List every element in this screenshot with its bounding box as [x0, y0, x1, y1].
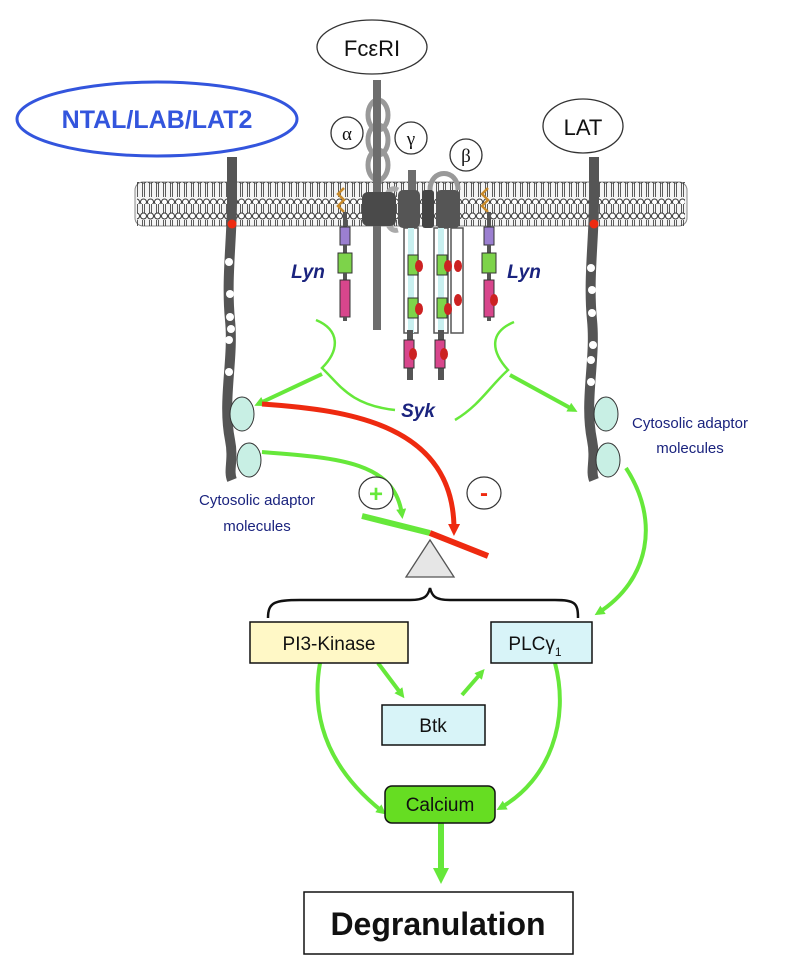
ntal-name: NTAL/LAB/LAT2 — [62, 106, 253, 134]
balance-scale — [361, 513, 490, 578]
subunit-beta: β — [449, 138, 483, 172]
braces — [315, 318, 515, 422]
subunit-alpha: α — [330, 116, 364, 150]
arrow-ntal-inhibition — [261, 401, 461, 536]
lyn-left-kinase — [336, 187, 353, 321]
adaptor-left-line1: Cytosolic adaptor — [199, 492, 315, 509]
minus-sign: - — [480, 480, 488, 507]
receptor-name: FcεRI — [344, 36, 400, 61]
calcium-node: Calcium — [384, 785, 496, 824]
degranulation-node: Degranulation — [303, 891, 574, 955]
beta-chain — [427, 171, 464, 334]
arrow-ntal-adaptor-to-plus — [261, 450, 407, 519]
transmembrane-segments — [362, 190, 460, 228]
downstream-brace — [266, 587, 580, 619]
arrow-plc-to-calcium — [496, 662, 562, 810]
plus-sign: + — [369, 481, 383, 508]
adaptor-label-right: Cytosolic adaptor molecules — [632, 415, 748, 457]
calcium-label: Calcium — [406, 795, 475, 816]
plc-main: PLCγ — [508, 634, 555, 655]
arrow-lat-adaptor-to-plc — [594, 466, 648, 616]
left-brace — [315, 318, 396, 412]
beta-label: β — [461, 146, 471, 167]
itam-motifs — [407, 254, 462, 319]
lyn-right-label: Lyn — [507, 262, 541, 283]
arrow-btk-to-plc — [460, 668, 485, 697]
btk-label: Btk — [419, 716, 447, 737]
plc-node: PLCγ1 — [490, 621, 593, 664]
arrow-brace-to-lat-adaptor — [509, 373, 578, 412]
pi3k-node: PI3-Kinase — [249, 621, 409, 664]
pi3k-label: PI3-Kinase — [283, 634, 376, 655]
lat-protein — [584, 157, 621, 482]
adaptor-label-left: Cytosolic adaptor molecules — [199, 492, 315, 535]
arrow-brace-to-ntal-adaptor — [254, 372, 323, 406]
adaptor-right-line2: molecules — [656, 440, 724, 457]
ntal-protein — [222, 157, 262, 482]
adaptor-right-line1: Cytosolic adaptor — [632, 415, 748, 432]
fceri-receptor — [362, 80, 464, 380]
lyn-left-label: Lyn — [291, 262, 325, 283]
ntal-label: NTAL/LAB/LAT2 — [15, 80, 299, 158]
syk-molecules — [403, 330, 448, 380]
arrow-pi3k-to-calcium — [315, 662, 387, 815]
degranulation-label: Degranulation — [330, 906, 545, 942]
syk-label: Syk — [401, 401, 436, 422]
arrows-activation — [254, 372, 648, 815]
lat-label: LAT — [542, 98, 624, 154]
plc-label: PLCγ1 — [508, 634, 561, 659]
subunit-gamma: γ — [394, 121, 428, 155]
alpha-label: α — [342, 124, 352, 145]
lyn-right-kinase — [480, 187, 498, 321]
right-brace — [454, 320, 515, 422]
gamma-label: γ — [406, 129, 415, 150]
adaptor-left-line2: molecules — [223, 518, 291, 535]
receptor-label: FcεRI — [316, 19, 428, 75]
arrow-pi3k-to-btk — [376, 661, 405, 699]
btk-node: Btk — [381, 704, 486, 746]
lat-name: LAT — [564, 115, 603, 140]
plus-badge: + — [358, 476, 394, 510]
plc-subscript: 1 — [555, 645, 562, 659]
minus-badge: - — [466, 476, 502, 510]
